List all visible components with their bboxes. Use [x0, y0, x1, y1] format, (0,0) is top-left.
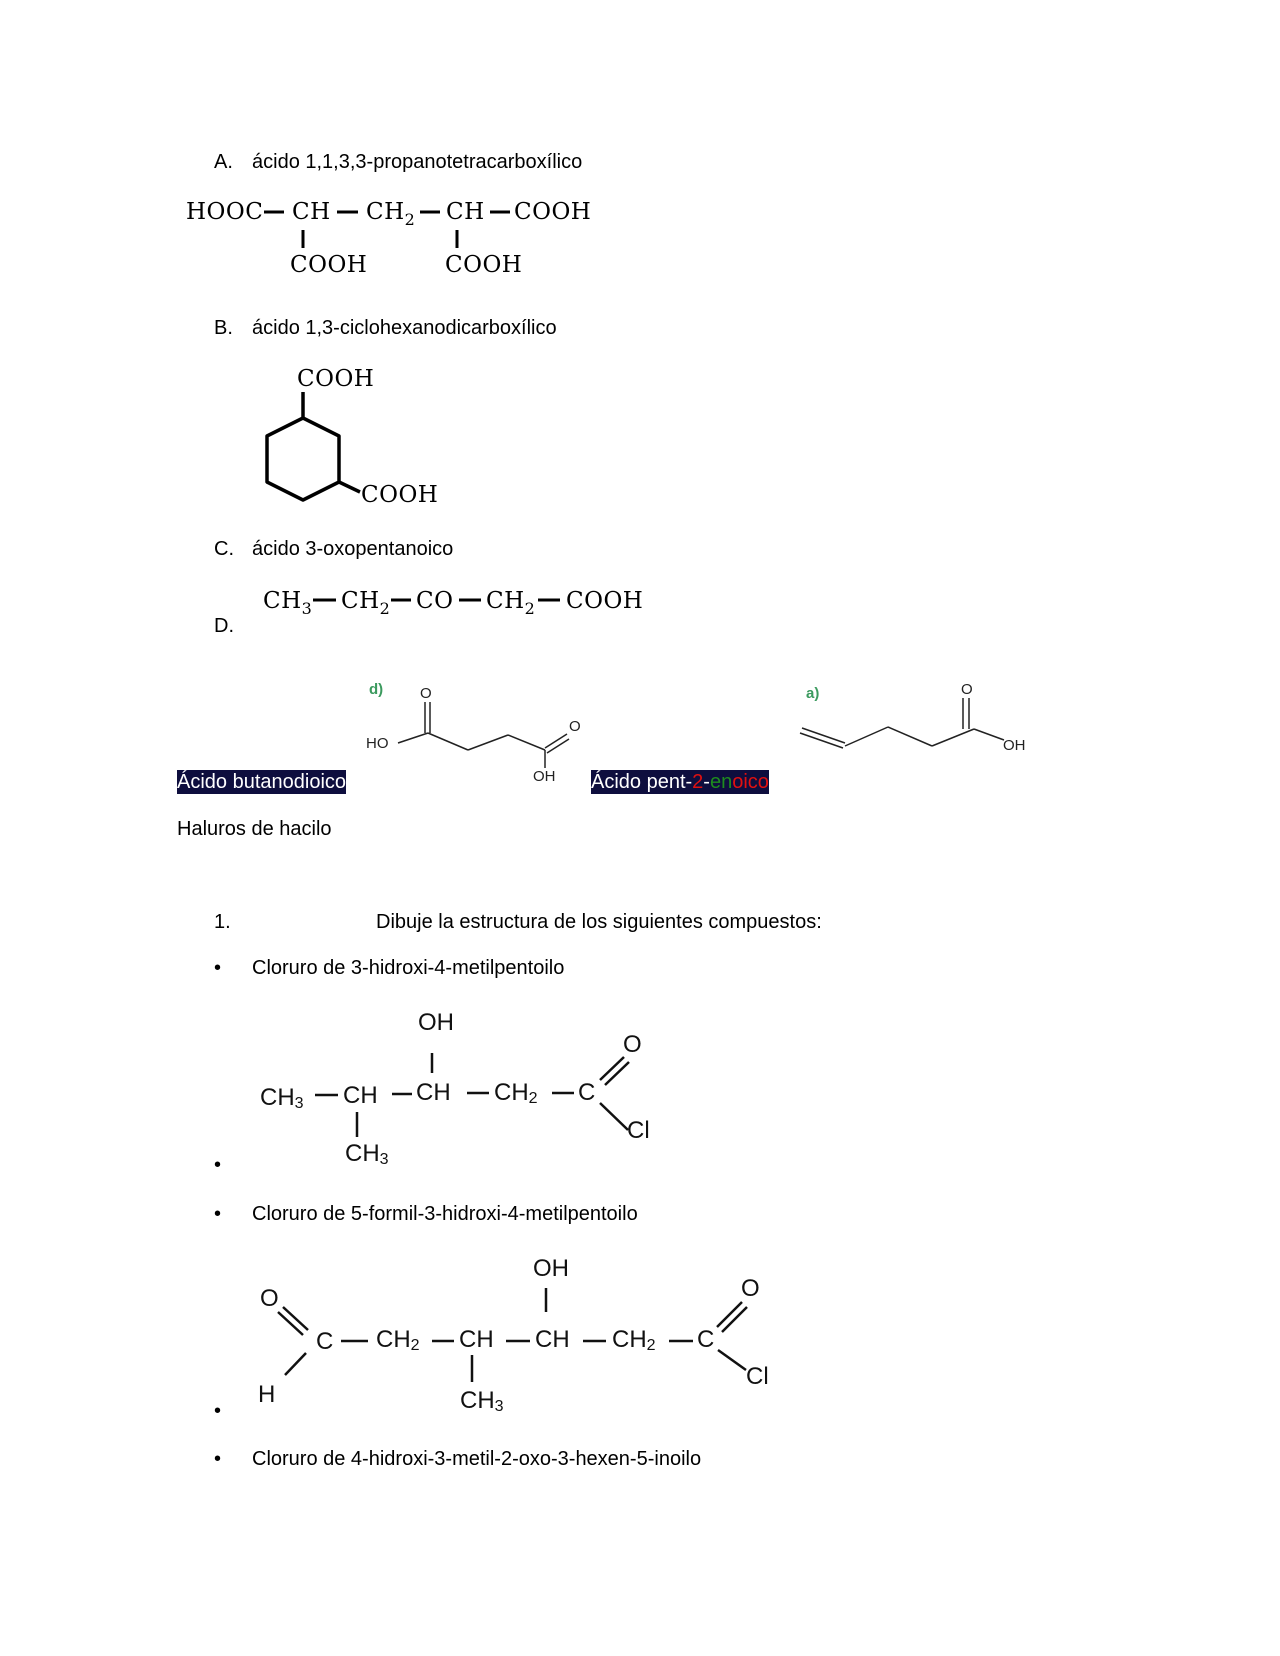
group-hooc: HOOC — [186, 199, 264, 225]
formula-c-4: CH2 — [486, 588, 536, 618]
svg-text:Cl: Cl — [746, 1363, 769, 1390]
formula-c-bonds — [313, 598, 560, 602]
svg-text:O: O — [623, 1031, 642, 1058]
svg-text:C: C — [316, 1328, 333, 1355]
svg-text:OH: OH — [1003, 737, 1026, 754]
svg-text:O: O — [420, 685, 432, 702]
formula-b-cooh-bottom: COOH — [361, 482, 439, 508]
svg-text:H: H — [258, 1381, 275, 1408]
svg-text:CH3: CH3 — [345, 1140, 389, 1168]
formula-a-branch1: COOH — [290, 252, 368, 278]
formula-a-ch1: CH — [292, 199, 331, 225]
structure-label-a: a) — [806, 685, 819, 702]
svg-text:O: O — [741, 1275, 760, 1302]
highlighted-name-pentenoico: Ácido pent-2-enoico — [591, 770, 769, 794]
cyclohexane-ring-icon — [265, 392, 361, 502]
formula-b-cooh-top: COOH — [297, 366, 375, 392]
formula-c: CH3 — [263, 588, 313, 618]
butanodioico-text: Ácido butanodioico — [177, 770, 347, 794]
acyl-chloride-structure-1: OH O Cl CH3 CH CH CH2 C CH3 — [260, 1009, 650, 1168]
svg-text:OH: OH — [533, 1255, 569, 1282]
svg-text:CH2: CH2 — [612, 1326, 656, 1354]
bullet-3: • — [214, 1448, 222, 1470]
halide-name-3: Cloruro de 4-hidroxi-3-metil-2-oxo-3-hex… — [252, 1448, 702, 1470]
svg-text:OH: OH — [533, 768, 556, 785]
structure-label-d: d) — [369, 681, 383, 698]
list-marker-c: C. — [214, 538, 234, 560]
pentenoic-acid-structure: a) O OH — [799, 681, 1026, 754]
list-marker-a: A. — [214, 151, 233, 173]
formula-c-2: CH2 — [341, 588, 391, 618]
svg-text:CH3: CH3 — [260, 1084, 304, 1112]
formula-c-3: CO — [416, 588, 454, 614]
svg-text:HO: HO — [366, 735, 389, 752]
svg-text:CH: CH — [343, 1082, 378, 1109]
pentenoico-text: Ácido pent-2-enoico — [591, 770, 769, 794]
svg-text:CH: CH — [459, 1326, 494, 1353]
svg-text:C: C — [578, 1079, 595, 1106]
bullet-2: • — [214, 1203, 222, 1225]
svg-text:CH: CH — [535, 1326, 570, 1353]
succinic-acid-structure: d) O O HO OH — [366, 681, 581, 785]
compound-name-a: ácido 1,1,3,3-propanotetracarboxílico — [252, 151, 583, 173]
svg-text:OH: OH — [418, 1009, 454, 1036]
bullet-empty-2: • — [214, 1400, 222, 1422]
svg-text:CH: CH — [416, 1079, 451, 1106]
compound-name-c: ácido 3-oxopentanoico — [252, 538, 454, 560]
svg-text:O: O — [260, 1285, 279, 1312]
highlighted-name-butanodioico: Ácido butanodioico — [177, 770, 347, 794]
section-heading-halides: Haluros de hacilo — [177, 818, 332, 840]
formula-a-ch2: CH2 — [366, 199, 416, 229]
svg-text:O: O — [569, 718, 581, 735]
formula-a-cooh: COOH — [514, 199, 592, 225]
acyl-chloride-structure-2: OH O O H C CH2 CH CH CH2 C Cl CH3 — [258, 1255, 769, 1415]
svg-text:Cl: Cl — [627, 1117, 650, 1144]
formula-c-5: COOH — [566, 588, 644, 614]
question-text: Dibuje la estructura de los siguientes c… — [376, 911, 822, 933]
svg-text:C: C — [697, 1326, 714, 1353]
bullet-1: • — [214, 957, 222, 979]
list-marker-d: D. — [214, 615, 234, 637]
list-marker-b: B. — [214, 317, 233, 339]
svg-text:CH2: CH2 — [376, 1326, 420, 1354]
formula-a-bonds — [264, 210, 510, 248]
formula-a-main: HOOC — [186, 199, 263, 225]
formula-a-ch3: CH — [446, 199, 485, 225]
halide-name-1: Cloruro de 3-hidroxi-4-metilpentoilo — [252, 957, 565, 979]
formula-a-branch2: COOH — [445, 252, 523, 278]
svg-text:O: O — [961, 681, 973, 698]
question-number: 1. — [214, 911, 231, 933]
svg-text:CH2: CH2 — [494, 1079, 538, 1107]
compound-name-b: ácido 1,3-ciclohexanodicarboxílico — [252, 317, 557, 339]
svg-text:CH3: CH3 — [460, 1387, 504, 1415]
bullet-empty-1: • — [214, 1154, 222, 1176]
halide-name-2: Cloruro de 5-formil-3-hidroxi-4-metilpen… — [252, 1203, 638, 1225]
